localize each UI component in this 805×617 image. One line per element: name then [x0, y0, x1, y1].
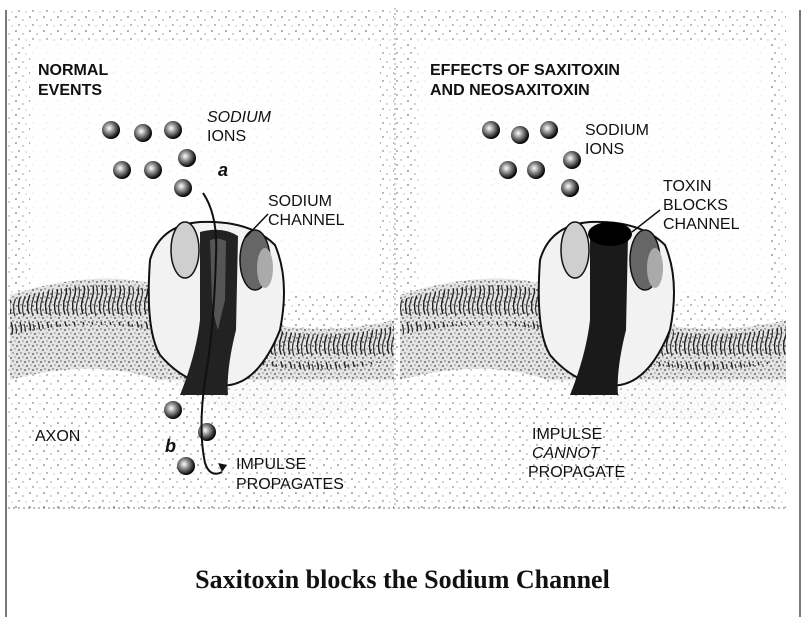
right-cytoplasm — [396, 380, 786, 508]
marker-a: a — [218, 160, 228, 180]
right-ions-label-line2: IONS — [585, 141, 624, 158]
toxin-label-line1: TOXIN — [663, 178, 712, 195]
left-impulse-line1: IMPULSE — [236, 456, 306, 473]
left-impulse-line2: PROPAGATES — [236, 476, 344, 493]
figure-caption: Saxitoxin blocks the Sodium Channel — [0, 565, 805, 595]
toxin-label-line2: BLOCKS — [663, 197, 728, 214]
axon-label: AXON — [35, 428, 80, 445]
left-title-line1: NORMAL — [38, 62, 108, 79]
right-impulse-line3: PROPAGATE — [528, 464, 625, 481]
right-impulse-line1: IMPULSE — [532, 426, 602, 443]
left-channel-label-line2: CHANNEL — [268, 212, 345, 229]
right-impulse-line2: CANNOT — [532, 445, 601, 462]
toxin-plug — [588, 222, 632, 246]
right-title-line2: AND NEOSAXITOXIN — [430, 82, 590, 99]
marker-b: b — [165, 436, 176, 456]
right-panel: EFFECTS OF SAXITOXIN AND NEOSAXITOXIN SO… — [396, 8, 786, 508]
left-title-line2: EVENTS — [38, 82, 102, 99]
right-title-line1: EFFECTS OF SAXITOXIN — [430, 62, 620, 79]
left-ions-label-line2: IONS — [207, 128, 246, 145]
right-ions-label-line1: SODIUM — [585, 122, 649, 139]
toxin-label-line3: CHANNEL — [663, 216, 740, 233]
left-channel-label-line1: SODIUM — [268, 193, 332, 210]
left-panel: NORMAL EVENTS SODIUM IONS a SODIUM CHANN… — [8, 8, 394, 508]
left-ions-label-line1: SODIUM — [207, 109, 272, 126]
